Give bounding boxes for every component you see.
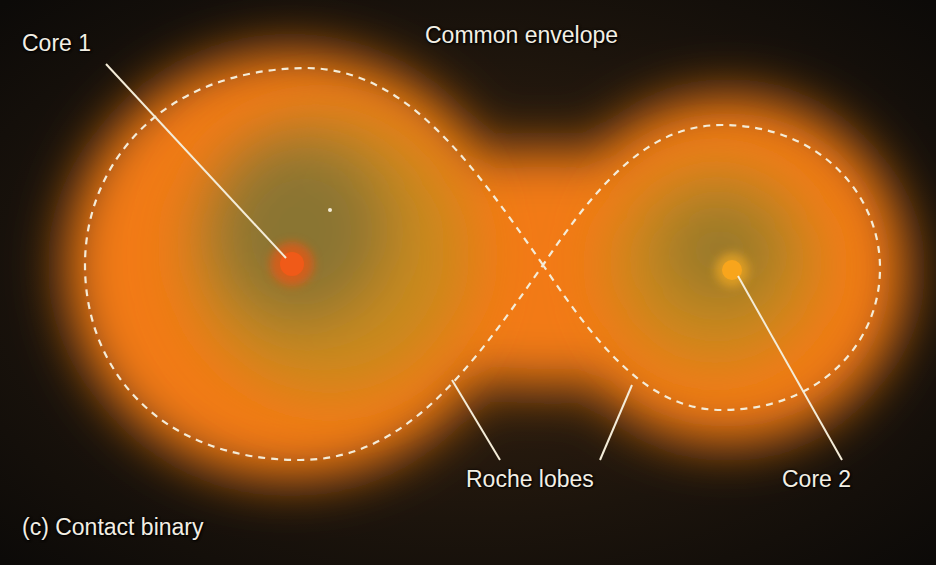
leader-line	[106, 64, 286, 258]
leader-line	[452, 380, 500, 460]
leader-line	[600, 385, 632, 460]
common-envelope-glow	[65, 50, 908, 480]
figure-caption-label: (c) Contact binary	[22, 514, 204, 541]
roche-lobes-label: Roche lobes	[466, 466, 594, 493]
core-label: Core 1	[22, 30, 91, 57]
leader-lines	[106, 64, 842, 460]
core-label: Core 2	[782, 466, 851, 493]
speck	[328, 208, 332, 212]
envelope-label: Common envelope	[425, 22, 618, 49]
core-glow	[715, 253, 749, 287]
roche-lobes-outline	[85, 68, 880, 460]
leader-line	[738, 276, 842, 460]
